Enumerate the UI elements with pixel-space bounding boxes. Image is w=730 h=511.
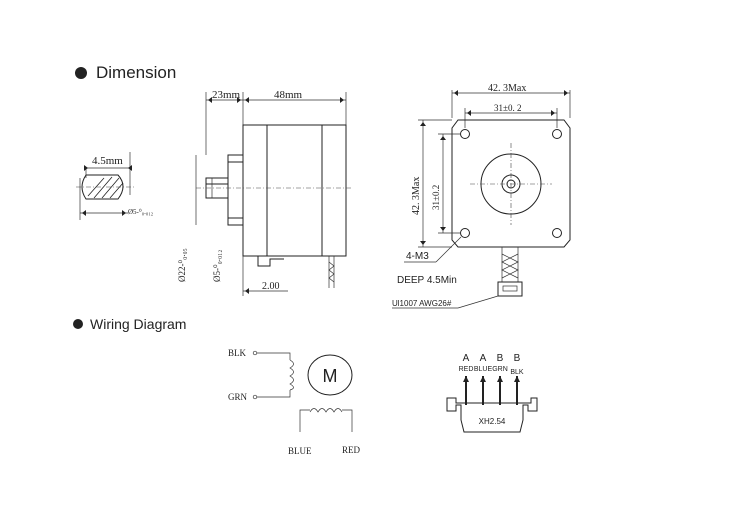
pin-color-label: BLK bbox=[510, 369, 524, 376]
pin-color-label: BLUE bbox=[474, 366, 493, 373]
coil-b-winding bbox=[309, 408, 343, 413]
phase-label: B bbox=[514, 353, 521, 364]
mounting-boss bbox=[227, 154, 244, 226]
mount-hole bbox=[460, 228, 470, 238]
shaft-dia-label: Ø5-⁰₀.₀₁₂ bbox=[128, 208, 154, 216]
boss-length-label: 23mm bbox=[212, 89, 241, 101]
hole-pitch-v-label: 31±0.2 bbox=[431, 185, 441, 210]
mount-hole bbox=[552, 228, 562, 238]
wiring-bullet bbox=[73, 319, 83, 329]
side-lead-wires bbox=[328, 256, 335, 288]
shaft-width-label: 4.5mm bbox=[92, 155, 123, 167]
body-length-label: 48mm bbox=[274, 89, 303, 101]
xh-connector-housing bbox=[446, 397, 538, 433]
wiring-heading: Wiring Diagram bbox=[90, 316, 186, 332]
pin-color-label: RED bbox=[459, 366, 474, 373]
hole-pitch-h-label: 31±0. 2 bbox=[494, 103, 521, 113]
mount-hole bbox=[460, 129, 470, 139]
pin-color-label: GRN bbox=[492, 366, 508, 373]
motor-symbol-label: M bbox=[323, 366, 338, 386]
dimension-heading: Dimension bbox=[96, 63, 176, 82]
wire-label-blue: BLUE bbox=[288, 446, 312, 456]
wiring-schematic: BLK GRN M BLUE RED bbox=[228, 348, 361, 456]
coil-a-winding bbox=[289, 359, 294, 391]
front-connector bbox=[497, 281, 523, 297]
side-cable-clip bbox=[257, 256, 284, 267]
side-view: 23mm 48mm 2.00 Ø22-⁰₀.₀₅ Ø5-⁰₀.₀₁₂ bbox=[177, 89, 352, 296]
connector-pinout: A A B B RED BLUE GRN BLK XH2.54 bbox=[446, 353, 538, 433]
phase-label: A bbox=[480, 353, 487, 364]
offset-label: 2.00 bbox=[262, 281, 280, 292]
motor-body-outline bbox=[242, 124, 347, 257]
phase-label: B bbox=[497, 353, 504, 364]
width-max-label: 42. 3Max bbox=[488, 83, 526, 94]
front-lead-wires bbox=[501, 247, 519, 282]
coil-a-lead bbox=[257, 352, 291, 360]
screw-spec-label: 4-M3 bbox=[406, 251, 429, 262]
depth-spec-label: DEEP 4.5Min bbox=[397, 275, 457, 286]
wire-label-grn: GRN bbox=[228, 392, 248, 402]
shaft-d-profile bbox=[81, 174, 124, 200]
connector-type-label: XH2.54 bbox=[479, 417, 506, 426]
connector-pins bbox=[463, 376, 520, 405]
shaft-section-view: 4.5mm Ø5-⁰₀.₀₁₂ bbox=[76, 152, 154, 220]
phase-label: A bbox=[463, 353, 470, 364]
height-max-label: 42. 3Max bbox=[411, 177, 422, 215]
dimension-bullet bbox=[75, 67, 87, 79]
motor-symbol bbox=[307, 354, 353, 396]
front-view: 42. 3Max 31±0. 2 42. 3Max 31±0.2 bbox=[392, 83, 571, 309]
cable-spec-label: Ul1007 AWG26# bbox=[392, 299, 452, 308]
mount-hole bbox=[552, 129, 562, 139]
boss-dia-label: Ø22-⁰₀.₀₅ bbox=[177, 248, 187, 282]
front-flange-outline bbox=[451, 119, 571, 248]
wire-label-red: RED bbox=[342, 445, 361, 455]
shaft-dia-side-label: Ø5-⁰₀.₀₁₂ bbox=[212, 250, 222, 282]
wire-label-blk: BLK bbox=[228, 348, 247, 358]
